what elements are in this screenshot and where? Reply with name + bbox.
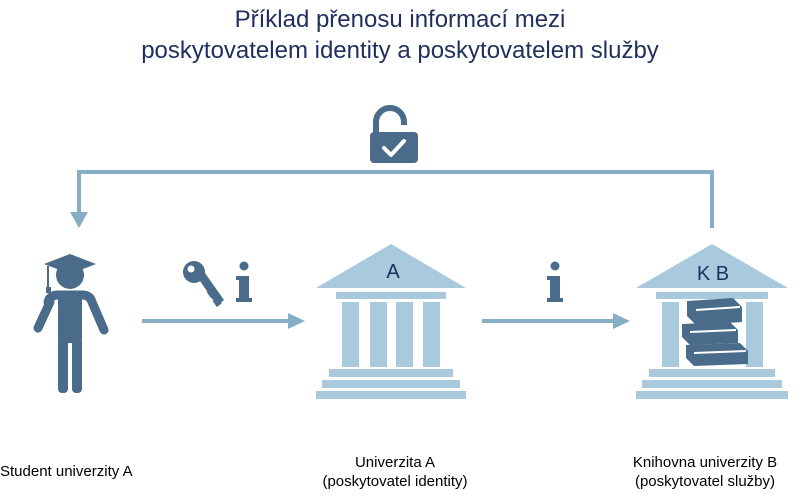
university-building-icon: [316, 244, 466, 399]
return-connector: [70, 170, 714, 228]
title-line-2: poskytovatelem identity a poskytovatelem…: [141, 37, 659, 64]
idp-caption-line-2: (poskytovatel identity): [322, 473, 468, 490]
idp-caption: Univerzita A (poskytovatel identity): [290, 453, 500, 491]
arrow-student-to-idp: [142, 313, 305, 329]
padlock-icon: [370, 105, 418, 163]
student-graduate-icon: [33, 254, 109, 393]
library-building-icon: [636, 244, 788, 399]
sp-caption-line-1: Knihovna univerzity B: [632, 454, 778, 471]
sp-badge: K B: [697, 263, 729, 285]
title-line-1: Příklad přenosu informací mezi: [234, 6, 566, 33]
info-icon-1: [236, 261, 252, 302]
arrow-idp-to-sp: [482, 313, 630, 329]
idp-badge: A: [386, 261, 400, 283]
student-caption: Student univerzity A: [0, 462, 170, 481]
books-icon: [682, 298, 748, 366]
student-caption-text: Student univerzity A: [0, 463, 133, 480]
sp-caption: Knihovna univerzity B (poskytovatel služ…: [610, 453, 800, 491]
idp-caption-line-1: Univerzita A: [354, 454, 436, 471]
info-icon-2: [547, 261, 563, 302]
diagram-title: Příklad přenosu informací mezi poskytova…: [0, 4, 800, 66]
return-arrowhead: [70, 212, 88, 228]
key-icon: [183, 261, 224, 307]
sp-caption-line-2: (poskytovatel služby): [634, 473, 776, 490]
